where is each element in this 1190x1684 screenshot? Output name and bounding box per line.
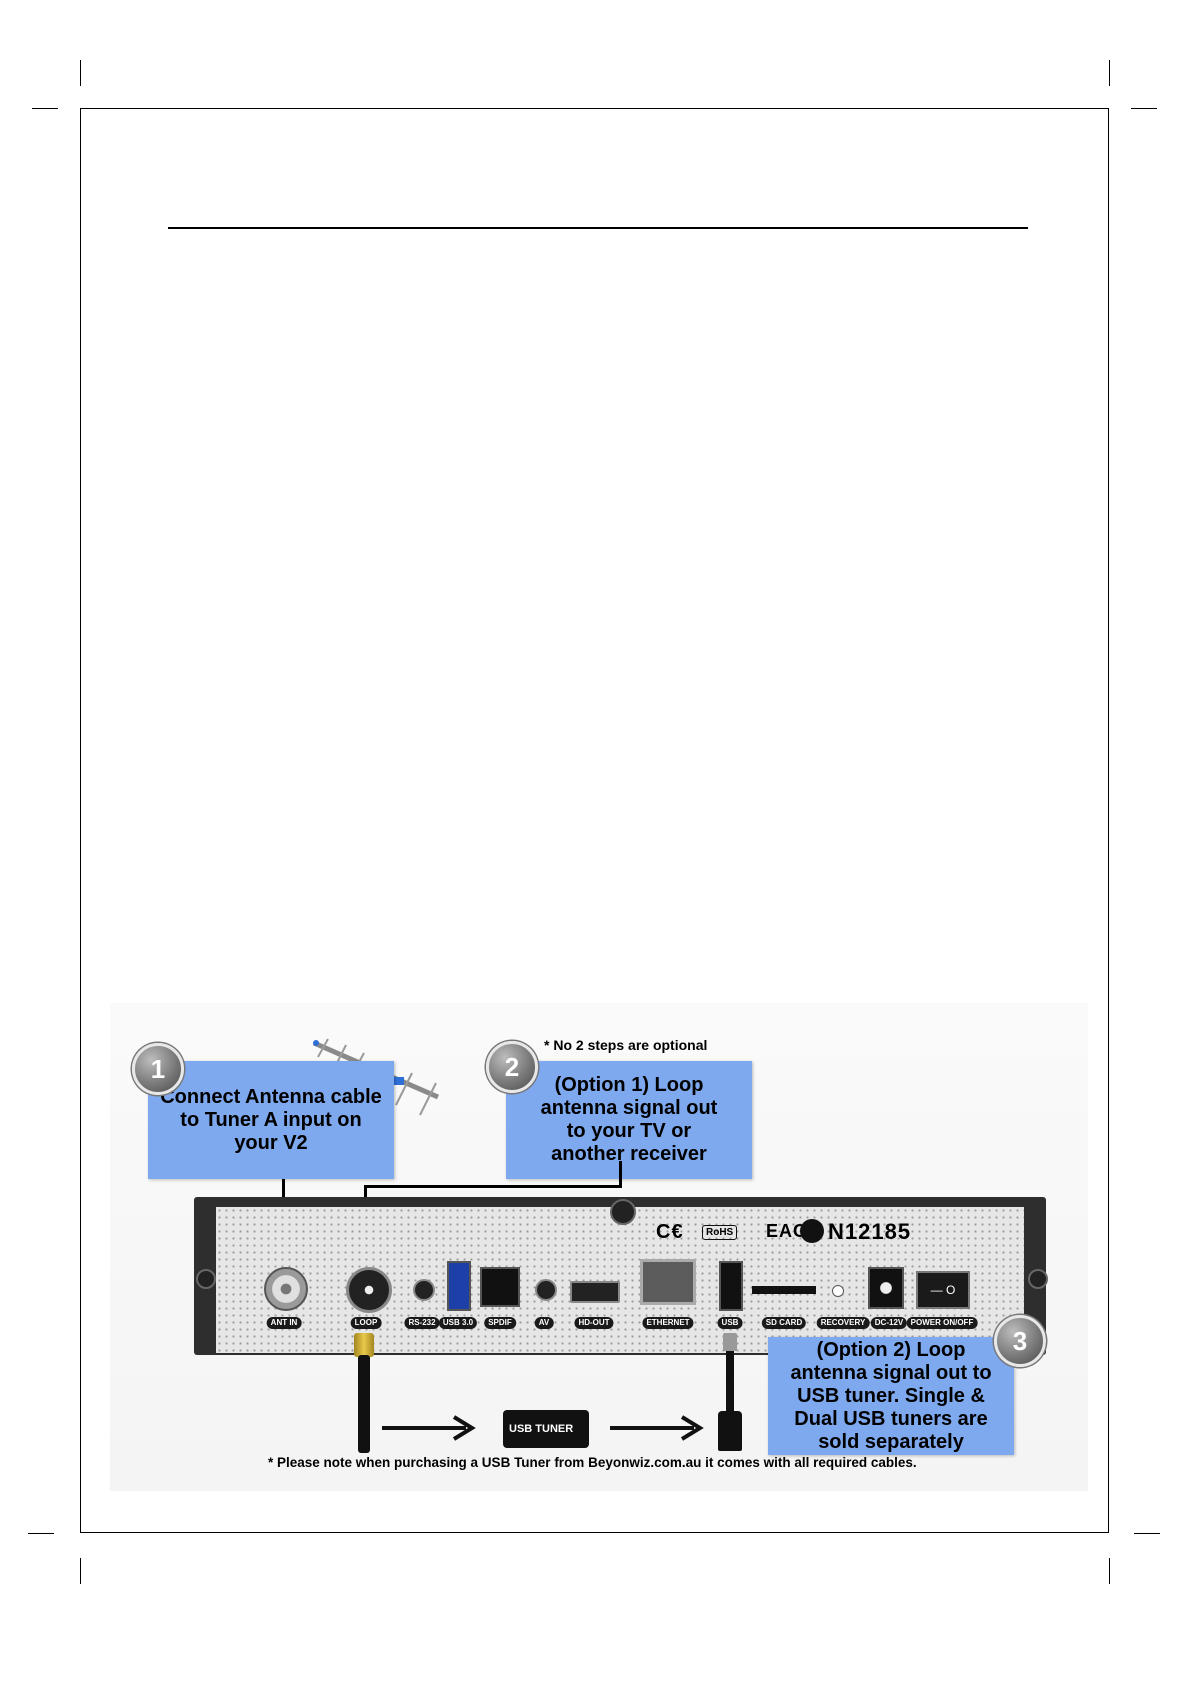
- coax-connector: [354, 1333, 374, 1357]
- arrow-right-icon: [610, 1415, 704, 1441]
- ethernet-port: [640, 1259, 696, 1305]
- usb-cable-end: [718, 1411, 742, 1451]
- port-label-ethernet: ETHERNET: [642, 1317, 694, 1329]
- usb-tuner-label: USB TUNER: [509, 1423, 574, 1435]
- crop-mark: [1131, 108, 1157, 109]
- port-label-ant-in: ANT IN: [266, 1317, 302, 1329]
- step3-badge: 3: [994, 1315, 1046, 1367]
- usb3-port: [447, 1261, 471, 1311]
- port-label-usb: USB: [717, 1317, 743, 1329]
- crop-mark: [1109, 1558, 1110, 1584]
- hdmi-port: [570, 1281, 620, 1303]
- step1-callout: Connect Antenna cable to Tuner A input o…: [148, 1061, 394, 1179]
- loop-line-horizontal: [364, 1185, 622, 1188]
- page-frame: [80, 108, 1109, 1533]
- port-label-av: AV: [534, 1317, 554, 1329]
- port-label-recovery: RECOVERY: [816, 1317, 870, 1329]
- port-label-power: POWER ON/OFF: [906, 1317, 978, 1329]
- rcm-icon: [800, 1219, 824, 1243]
- step3-text: (Option 2) Loop antenna signal out to US…: [790, 1338, 992, 1453]
- arrow-right-icon: [382, 1415, 476, 1441]
- eac-mark: EAC: [766, 1221, 808, 1241]
- loop-line-up: [619, 1161, 622, 1188]
- port-label-hd-out: HD-OUT: [574, 1317, 614, 1329]
- step1-text: Connect Antenna cable to Tuner A input o…: [160, 1085, 382, 1154]
- step2-badge: 2: [486, 1041, 538, 1093]
- purchase-note: * Please note when purchasing a USB Tune…: [268, 1455, 917, 1470]
- crop-mark: [80, 60, 81, 86]
- header-rule: [168, 227, 1028, 229]
- usb-cable-plug: [723, 1333, 737, 1351]
- step1-badge: 1: [132, 1043, 184, 1095]
- ant-in-port: [264, 1267, 308, 1311]
- usb-cable: [726, 1351, 734, 1413]
- crop-mark: [28, 1533, 54, 1534]
- dc-12v-port: [868, 1267, 904, 1309]
- ce-mark: C€: [656, 1221, 684, 1243]
- usb-tuner-icon: USB TUNER: [503, 1410, 589, 1448]
- port-label-loop: LOOP: [350, 1317, 382, 1329]
- sd-card-slot: [752, 1286, 816, 1294]
- step2-text: (Option 1) Loop antenna signal out to yo…: [540, 1074, 718, 1165]
- power-switch: — O: [916, 1271, 970, 1309]
- panel-screw: [610, 1199, 636, 1225]
- rohs-label: RoHS: [706, 1227, 734, 1238]
- recovery-button: [832, 1285, 844, 1297]
- port-label-sd-card: SD CARD: [761, 1317, 807, 1329]
- rohs-badge: RoHS: [702, 1225, 738, 1240]
- port-label-rs232: RS-232: [404, 1317, 440, 1329]
- usb-port: [719, 1261, 743, 1311]
- av-port: [535, 1279, 557, 1301]
- rs232-port: [413, 1279, 435, 1301]
- port-label-usb3: USB 3.0: [438, 1317, 478, 1329]
- panel-screw: [196, 1269, 216, 1289]
- spdif-port: [480, 1267, 520, 1307]
- port-label-dc-12v: DC-12V: [870, 1317, 908, 1329]
- power-switch-label: — O: [930, 1283, 956, 1297]
- port-label-spdif: SPDIF: [484, 1317, 516, 1329]
- coax-cable: [358, 1355, 370, 1453]
- connection-diagram: Connect Antenna cable to Tuner A input o…: [110, 1003, 1088, 1491]
- crop-mark: [1134, 1533, 1160, 1534]
- crop-mark: [80, 1558, 81, 1584]
- optional-note: * No 2 steps are optional: [544, 1037, 708, 1053]
- loop-port: [346, 1267, 392, 1313]
- crop-mark: [32, 108, 58, 109]
- certification-number: N12185: [828, 1219, 912, 1244]
- panel-screw: [1028, 1269, 1048, 1289]
- step2-callout: (Option 1) Loop antenna signal out to yo…: [506, 1061, 752, 1179]
- crop-mark: [1109, 60, 1110, 86]
- step3-callout: (Option 2) Loop antenna signal out to US…: [768, 1337, 1014, 1455]
